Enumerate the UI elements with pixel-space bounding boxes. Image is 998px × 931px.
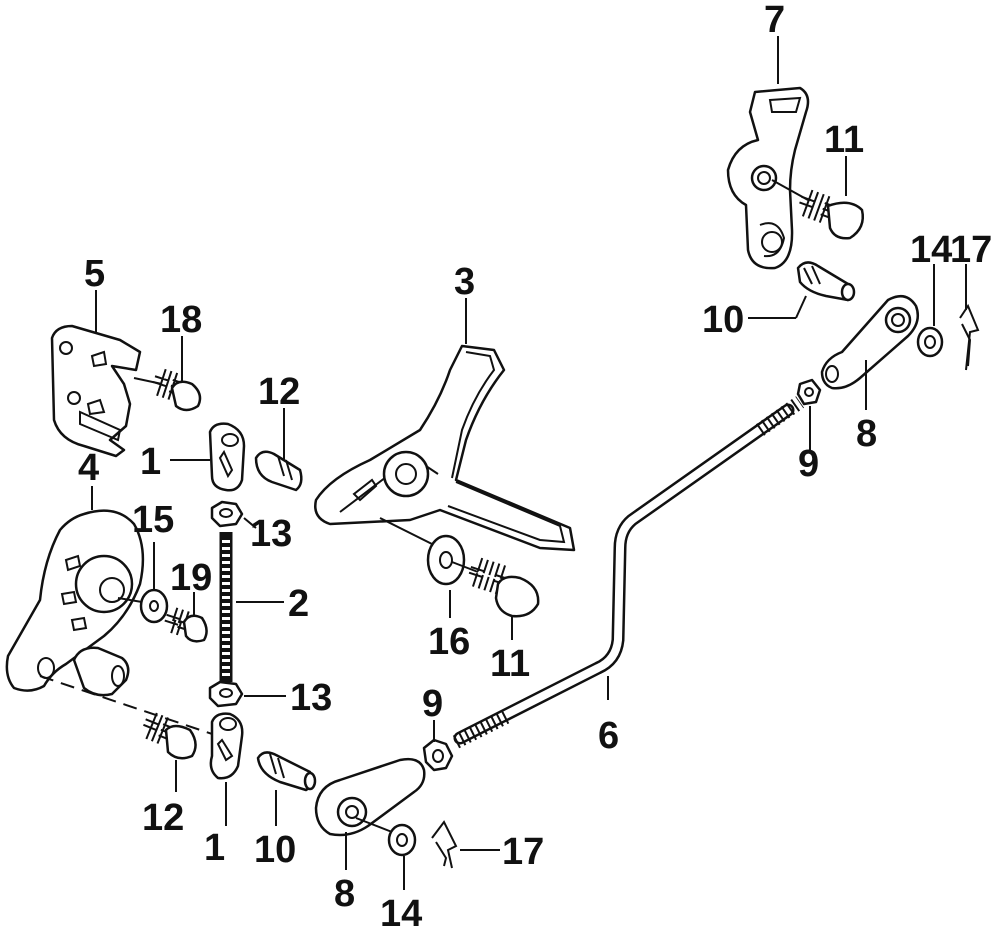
part-14-washer-bottom [355,817,417,857]
callout-10-bottom: 10 [254,829,296,871]
callout-11-mid: 11 [490,643,530,685]
part-1-joint-bottom [209,712,244,780]
callout-8-right: 8 [856,413,877,455]
callout-9-bottom: 9 [422,683,443,725]
callout-14-right: 14 [910,229,952,271]
part-17-clip-bottom [431,820,458,869]
callout-4: 4 [78,447,99,489]
callout-18: 18 [160,299,202,341]
part-6-shift-rod [452,396,805,749]
part-8-rod-end-right [820,294,919,390]
part-19-screw [161,605,208,643]
callout-1-top: 1 [140,441,161,483]
callout-3: 3 [454,261,475,303]
callout-13-top: 13 [250,513,292,555]
callout-19: 19 [170,557,212,599]
callout-11-top: 11 [824,119,864,161]
part-5-bracket [50,324,142,458]
callout-7: 7 [764,0,785,41]
callout-2: 2 [288,583,309,625]
callout-5: 5 [84,253,105,295]
callout-12-top: 12 [258,371,300,413]
part-7-bracket-arm [726,86,810,270]
part-12-bolt-bottom [138,710,197,760]
part-10-pin-bottom [256,751,317,792]
part-13-nut-top [210,500,244,528]
callout-8-bottom: 8 [334,873,355,915]
part-16-washer [379,517,466,586]
part-9-nut-bottom [422,738,454,772]
part-18-bolt [133,366,202,412]
callout-12-bottom: 12 [142,797,184,839]
callout-1-bottom: 1 [204,827,225,869]
part-10-pin-right [796,261,856,302]
part-1-joint-top [208,422,246,492]
callout-labels: 7 11 14 17 10 8 9 3 5 18 12 1 4 13 15 19… [78,0,992,931]
part-9-nut-right [796,378,822,406]
callout-14-bottom: 14 [380,893,422,931]
part-11-bolt-top [771,179,864,240]
leader-lines [91,36,967,890]
part-11-bolt-mid [451,555,540,618]
callout-6: 6 [598,715,619,757]
callout-13-bottom: 13 [290,677,332,719]
callout-17-right: 17 [950,229,992,271]
callout-9-right: 9 [798,443,819,485]
part-12-pin-top [254,450,303,492]
callout-17-bottom: 17 [502,831,544,873]
part-3-lever-plate [314,344,576,552]
callout-10-right: 10 [702,299,744,341]
callout-15: 15 [132,499,174,541]
part-14-washer-right [916,326,944,358]
callout-16: 16 [428,621,470,663]
part-17-clip-right [959,303,980,371]
part-13-nut-bottom [208,680,244,708]
